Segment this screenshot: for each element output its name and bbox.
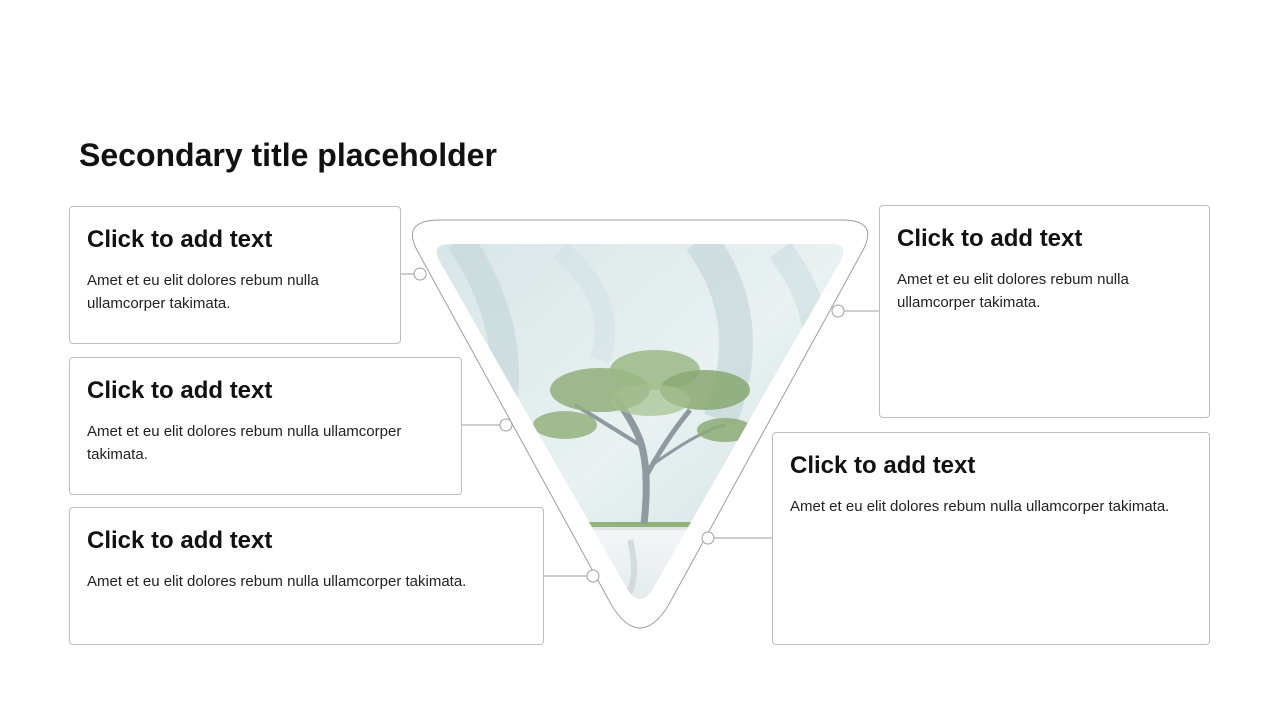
connector-dot-2	[499, 418, 513, 432]
text-card-1[interactable]: Click to add text Amet et eu elit dolore…	[69, 206, 401, 344]
connector-dot-3	[586, 569, 600, 583]
text-card-4[interactable]: Click to add text Amet et eu elit dolore…	[879, 205, 1210, 418]
card-body-text[interactable]: Amet et eu elit dolores rebum nulla ulla…	[87, 573, 467, 590]
card-heading[interactable]: Click to add text	[87, 226, 273, 253]
connector-dot-4	[831, 304, 845, 318]
card-body-text[interactable]: Amet et eu elit dolores rebum nulla ulla…	[897, 271, 1129, 311]
text-card-5[interactable]: Click to add text Amet et eu elit dolore…	[772, 432, 1210, 645]
card-heading[interactable]: Click to add text	[897, 225, 1083, 252]
card-heading[interactable]: Click to add text	[790, 452, 976, 479]
card-heading[interactable]: Click to add text	[87, 527, 273, 554]
card-body-text[interactable]: Amet et eu elit dolores rebum nulla ulla…	[87, 423, 402, 463]
card-body-text[interactable]: Amet et eu elit dolores rebum nulla ulla…	[87, 272, 319, 312]
connector-dot-1	[413, 267, 427, 281]
page-title[interactable]: Secondary title placeholder	[79, 137, 497, 173]
card-body-text[interactable]: Amet et eu elit dolores rebum nulla ulla…	[790, 498, 1170, 515]
text-card-3[interactable]: Click to add text Amet et eu elit dolore…	[69, 507, 544, 645]
text-card-2[interactable]: Click to add text Amet et eu elit dolore…	[69, 357, 462, 495]
card-heading[interactable]: Click to add text	[87, 377, 273, 404]
connector-dot-5	[701, 531, 715, 545]
